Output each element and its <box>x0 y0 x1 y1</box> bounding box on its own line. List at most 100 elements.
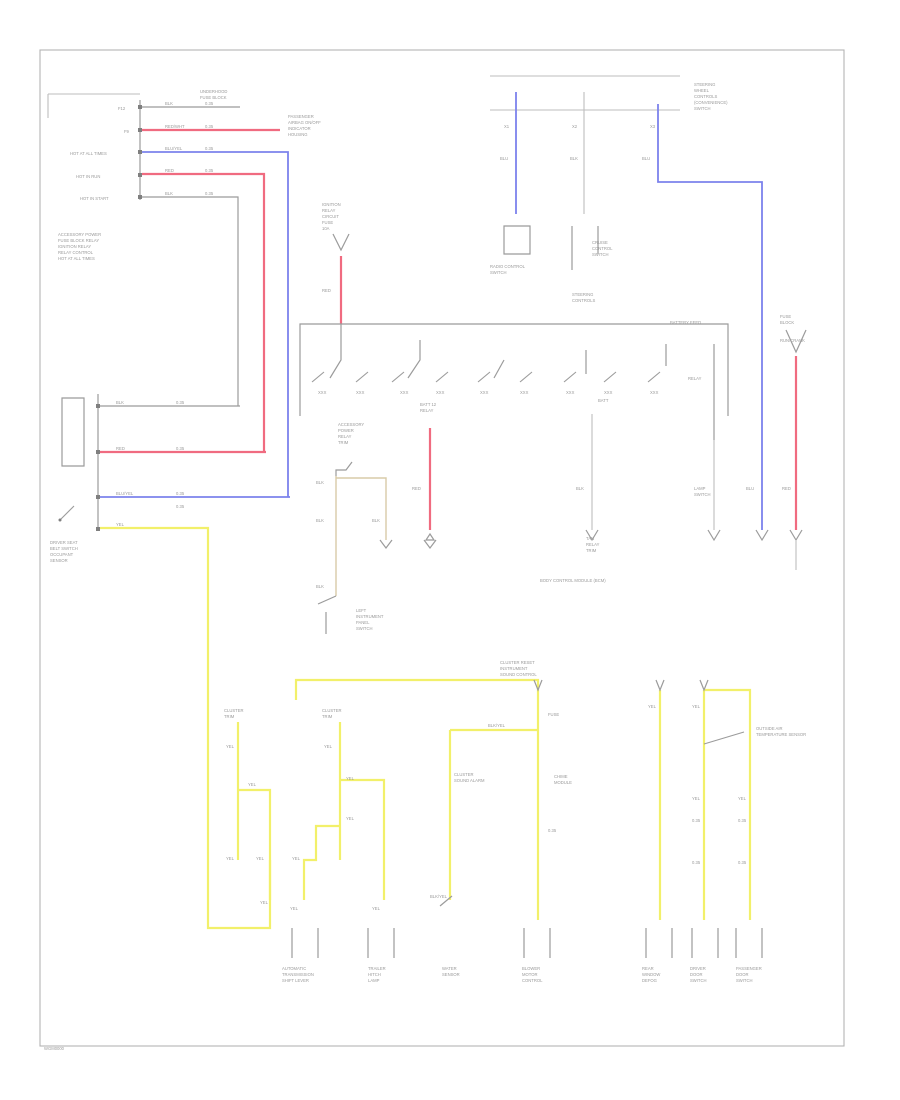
svg-text:XXX: XXX <box>480 390 489 395</box>
svg-text:SWITCH: SWITCH <box>694 492 711 497</box>
svg-text:RADIO CONTROL: RADIO CONTROL <box>490 264 526 269</box>
svg-text:0.35: 0.35 <box>176 491 185 496</box>
bcm-label: BODY CONTROL MODULE (BCM) <box>540 578 606 583</box>
bcm-drops: RED BLK TAN RELAY TRIM LAMP SWITCH BODY … <box>412 414 715 583</box>
svg-text:0.35: 0.35 <box>205 124 214 129</box>
svg-text:BATT: BATT <box>598 398 609 403</box>
svg-text:RELAY: RELAY <box>688 376 702 381</box>
svg-text:SHIFT LEVER: SHIFT LEVER <box>282 978 309 983</box>
svg-text:X2: X2 <box>572 124 578 129</box>
svg-text:LAMP: LAMP <box>368 978 380 983</box>
svg-text:BLK: BLK <box>576 486 584 491</box>
svg-text:BLK: BLK <box>165 101 173 106</box>
svg-text:0.35: 0.35 <box>205 168 214 173</box>
svg-text:BELT SWITCH: BELT SWITCH <box>50 546 78 551</box>
svg-text:LEFT: LEFT <box>356 608 367 613</box>
svg-text:HOT IN RUN: HOT IN RUN <box>76 174 100 179</box>
svg-text:0.35: 0.35 <box>692 860 701 865</box>
svg-text:CRUISE: CRUISE <box>592 240 608 245</box>
svg-text:PASSENGER: PASSENGER <box>736 966 762 971</box>
svg-text:OUTSIDE AIR: OUTSIDE AIR <box>756 726 783 731</box>
svg-text:HITCH: HITCH <box>368 972 381 977</box>
bcm-switches: XXX XXX XXX XXX XXX XXX XXX XXX XXX RELA… <box>311 324 715 440</box>
svg-text:SWITCH: SWITCH <box>490 270 507 275</box>
left-switch-block: BLK 0.35 RED 0.35 BLU/YEL 0.35 0.35 DRIV… <box>50 394 290 563</box>
svg-text:CLUSTER: CLUSTER <box>224 708 244 713</box>
svg-text:CLUSTER RESET: CLUSTER RESET <box>500 660 535 665</box>
svg-text:RELAY: RELAY <box>586 542 600 547</box>
svg-text:PANEL: PANEL <box>356 620 370 625</box>
svg-text:REAR: REAR <box>642 966 654 971</box>
top-left-wires: BLK 0.35 RED/WHT 0.35 PASSENGER AIRBAG O… <box>142 101 321 497</box>
svg-text:CLUSTER: CLUSTER <box>454 772 474 777</box>
svg-text:INSTRUMENT: INSTRUMENT <box>356 614 384 619</box>
svg-text:DEFOG: DEFOG <box>642 978 657 983</box>
svg-text:F12: F12 <box>118 106 126 111</box>
svg-text:SWITCH: SWITCH <box>592 252 609 257</box>
svg-text:INSTRUMENT: INSTRUMENT <box>500 666 528 671</box>
svg-text:FUSE: FUSE <box>322 220 333 225</box>
svg-text:0.35: 0.35 <box>692 818 701 823</box>
svg-text:XXX: XXX <box>604 390 613 395</box>
svg-text:YEL: YEL <box>292 856 301 861</box>
svg-text:YEL: YEL <box>226 744 235 749</box>
svg-text:0.35: 0.35 <box>176 504 185 509</box>
footer-code: WGM0000 <box>44 1046 65 1051</box>
svg-text:MOTOR: MOTOR <box>522 972 538 977</box>
svg-text:DRIVER: DRIVER <box>690 966 706 971</box>
svg-text:YEL: YEL <box>226 856 235 861</box>
svg-text:WATER: WATER <box>442 966 457 971</box>
svg-text:RUN/CRANK: RUN/CRANK <box>780 338 805 343</box>
svg-text:0.35: 0.35 <box>548 828 557 833</box>
svg-text:RED: RED <box>116 446 125 451</box>
svg-text:MODULE: MODULE <box>554 780 572 785</box>
center-fuse: IGNITION RELAY CIRCUIT FUSE 10A RED <box>322 202 350 324</box>
svg-text:RELAY: RELAY <box>322 208 336 213</box>
svg-text:TRIM: TRIM <box>338 440 349 445</box>
svg-text:SOUND CONTROL: SOUND CONTROL <box>500 672 537 677</box>
svg-text:FUSE BLOCK: FUSE BLOCK <box>200 95 227 100</box>
svg-text:F9: F9 <box>124 129 130 134</box>
svg-text:SWITCH: SWITCH <box>356 626 373 631</box>
svg-text:ACCESSORY POWER: ACCESSORY POWER <box>58 232 101 237</box>
svg-text:0.35: 0.35 <box>205 101 214 106</box>
svg-text:HOT AT ALL TIMES: HOT AT ALL TIMES <box>58 256 95 261</box>
svg-text:0.35: 0.35 <box>176 446 185 451</box>
svg-text:CONTROLS: CONTROLS <box>694 94 717 99</box>
svg-text:OCCUPANT: OCCUPANT <box>50 552 74 557</box>
svg-text:SENSOR: SENSOR <box>50 558 68 563</box>
svg-text:POWER: POWER <box>338 428 354 433</box>
svg-text:BLK: BLK <box>570 156 578 161</box>
lower-section: CLUSTER RESET INSTRUMENT SOUND CONTROL B… <box>224 660 806 920</box>
svg-text:ACCESSORY: ACCESSORY <box>338 422 364 427</box>
svg-text:YEL: YEL <box>116 522 125 527</box>
svg-text:YEL: YEL <box>346 816 355 821</box>
svg-text:YEL: YEL <box>260 900 269 905</box>
svg-text:STEERING: STEERING <box>694 82 715 87</box>
svg-text:CONTROL: CONTROL <box>522 978 543 983</box>
svg-text:YEL: YEL <box>290 906 299 911</box>
svg-text:TRIM: TRIM <box>224 714 235 719</box>
svg-text:YEL: YEL <box>738 796 747 801</box>
svg-text:RED: RED <box>782 486 791 491</box>
svg-text:HOUSING: HOUSING <box>288 132 308 137</box>
svg-text:YEL: YEL <box>372 906 381 911</box>
svg-text:AIRBAG ON/OFF: AIRBAG ON/OFF <box>288 120 321 125</box>
svg-text:RED: RED <box>412 486 421 491</box>
svg-text:XXX: XXX <box>520 390 529 395</box>
svg-text:TRIM: TRIM <box>322 714 333 719</box>
svg-text:TAN: TAN <box>586 536 594 541</box>
svg-text:(CONVENIENCE): (CONVENIENCE) <box>694 100 728 105</box>
svg-text:RELAY: RELAY <box>420 408 434 413</box>
svg-text:UNDERHOOD: UNDERHOOD <box>200 89 227 94</box>
top-left-connector: UNDERHOOD FUSE BLOCK F12 F9 HOT AT ALL T… <box>47 89 227 261</box>
bcm-bus <box>299 323 729 416</box>
svg-text:RELAY CONTROL: RELAY CONTROL <box>58 250 94 255</box>
svg-text:0.35: 0.35 <box>205 191 214 196</box>
svg-text:0.35: 0.35 <box>738 818 747 823</box>
svg-text:XXX: XXX <box>318 390 327 395</box>
svg-text:HOT IN START: HOT IN START <box>80 196 109 201</box>
svg-text:BATT 12: BATT 12 <box>420 402 437 407</box>
svg-text:RELAY: RELAY <box>338 434 352 439</box>
